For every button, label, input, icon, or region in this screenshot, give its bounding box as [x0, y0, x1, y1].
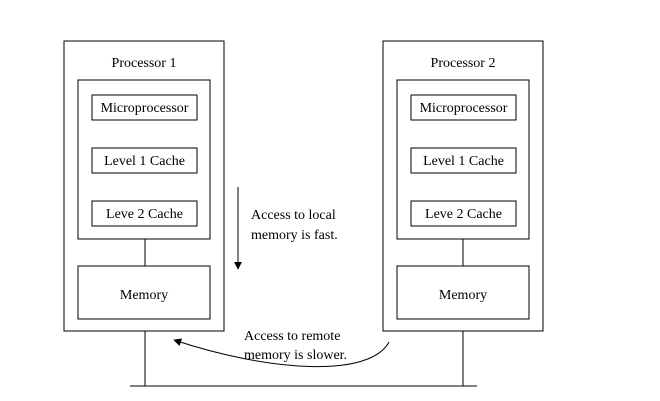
processor-1-memory — [77, 265, 211, 320]
processor-1-microprocessor-label: Microprocessor — [101, 101, 189, 116]
processor-2-memory — [396, 265, 530, 320]
processor-2-level2-cache — [410, 200, 517, 227]
remote-access-label-line1: Access to remote — [244, 329, 340, 344]
processor-2-level1-cache — [410, 147, 517, 174]
processor-2-node: Processor 2 Microprocessor Level 1 Cache… — [382, 40, 544, 332]
processor-1-level1-cache-label: Level 1 Cache — [104, 154, 185, 169]
processor-2-microprocessor — [410, 94, 517, 121]
processor-2-memory-label: Memory — [439, 288, 487, 303]
processor-2-level2-cache-label: Leve 2 Cache — [425, 207, 502, 222]
processor-1-memory-label: Memory — [120, 288, 168, 303]
processor-2-level1-cache-label: Level 1 Cache — [423, 154, 504, 169]
local-access-label-line2: memory is fast. — [251, 228, 338, 243]
processor-1-level2-cache — [91, 200, 198, 227]
processor-2-microprocessor-label: Microprocessor — [420, 101, 508, 116]
processor-2-title: Processor 2 — [431, 56, 496, 71]
processor-1-microprocessor — [91, 94, 198, 121]
processor-1-level2-cache-label: Leve 2 Cache — [106, 207, 183, 222]
remote-access-label-line2: memory is slower. — [244, 348, 347, 363]
local-access-label-line1: Access to local — [251, 208, 336, 223]
processor-1-level1-cache — [91, 147, 198, 174]
processor-1-node: Processor 1 Microprocessor Level 1 Cache… — [63, 40, 225, 332]
processor-1-title: Processor 1 — [112, 56, 177, 71]
remote-access-arrow — [173, 338, 390, 367]
